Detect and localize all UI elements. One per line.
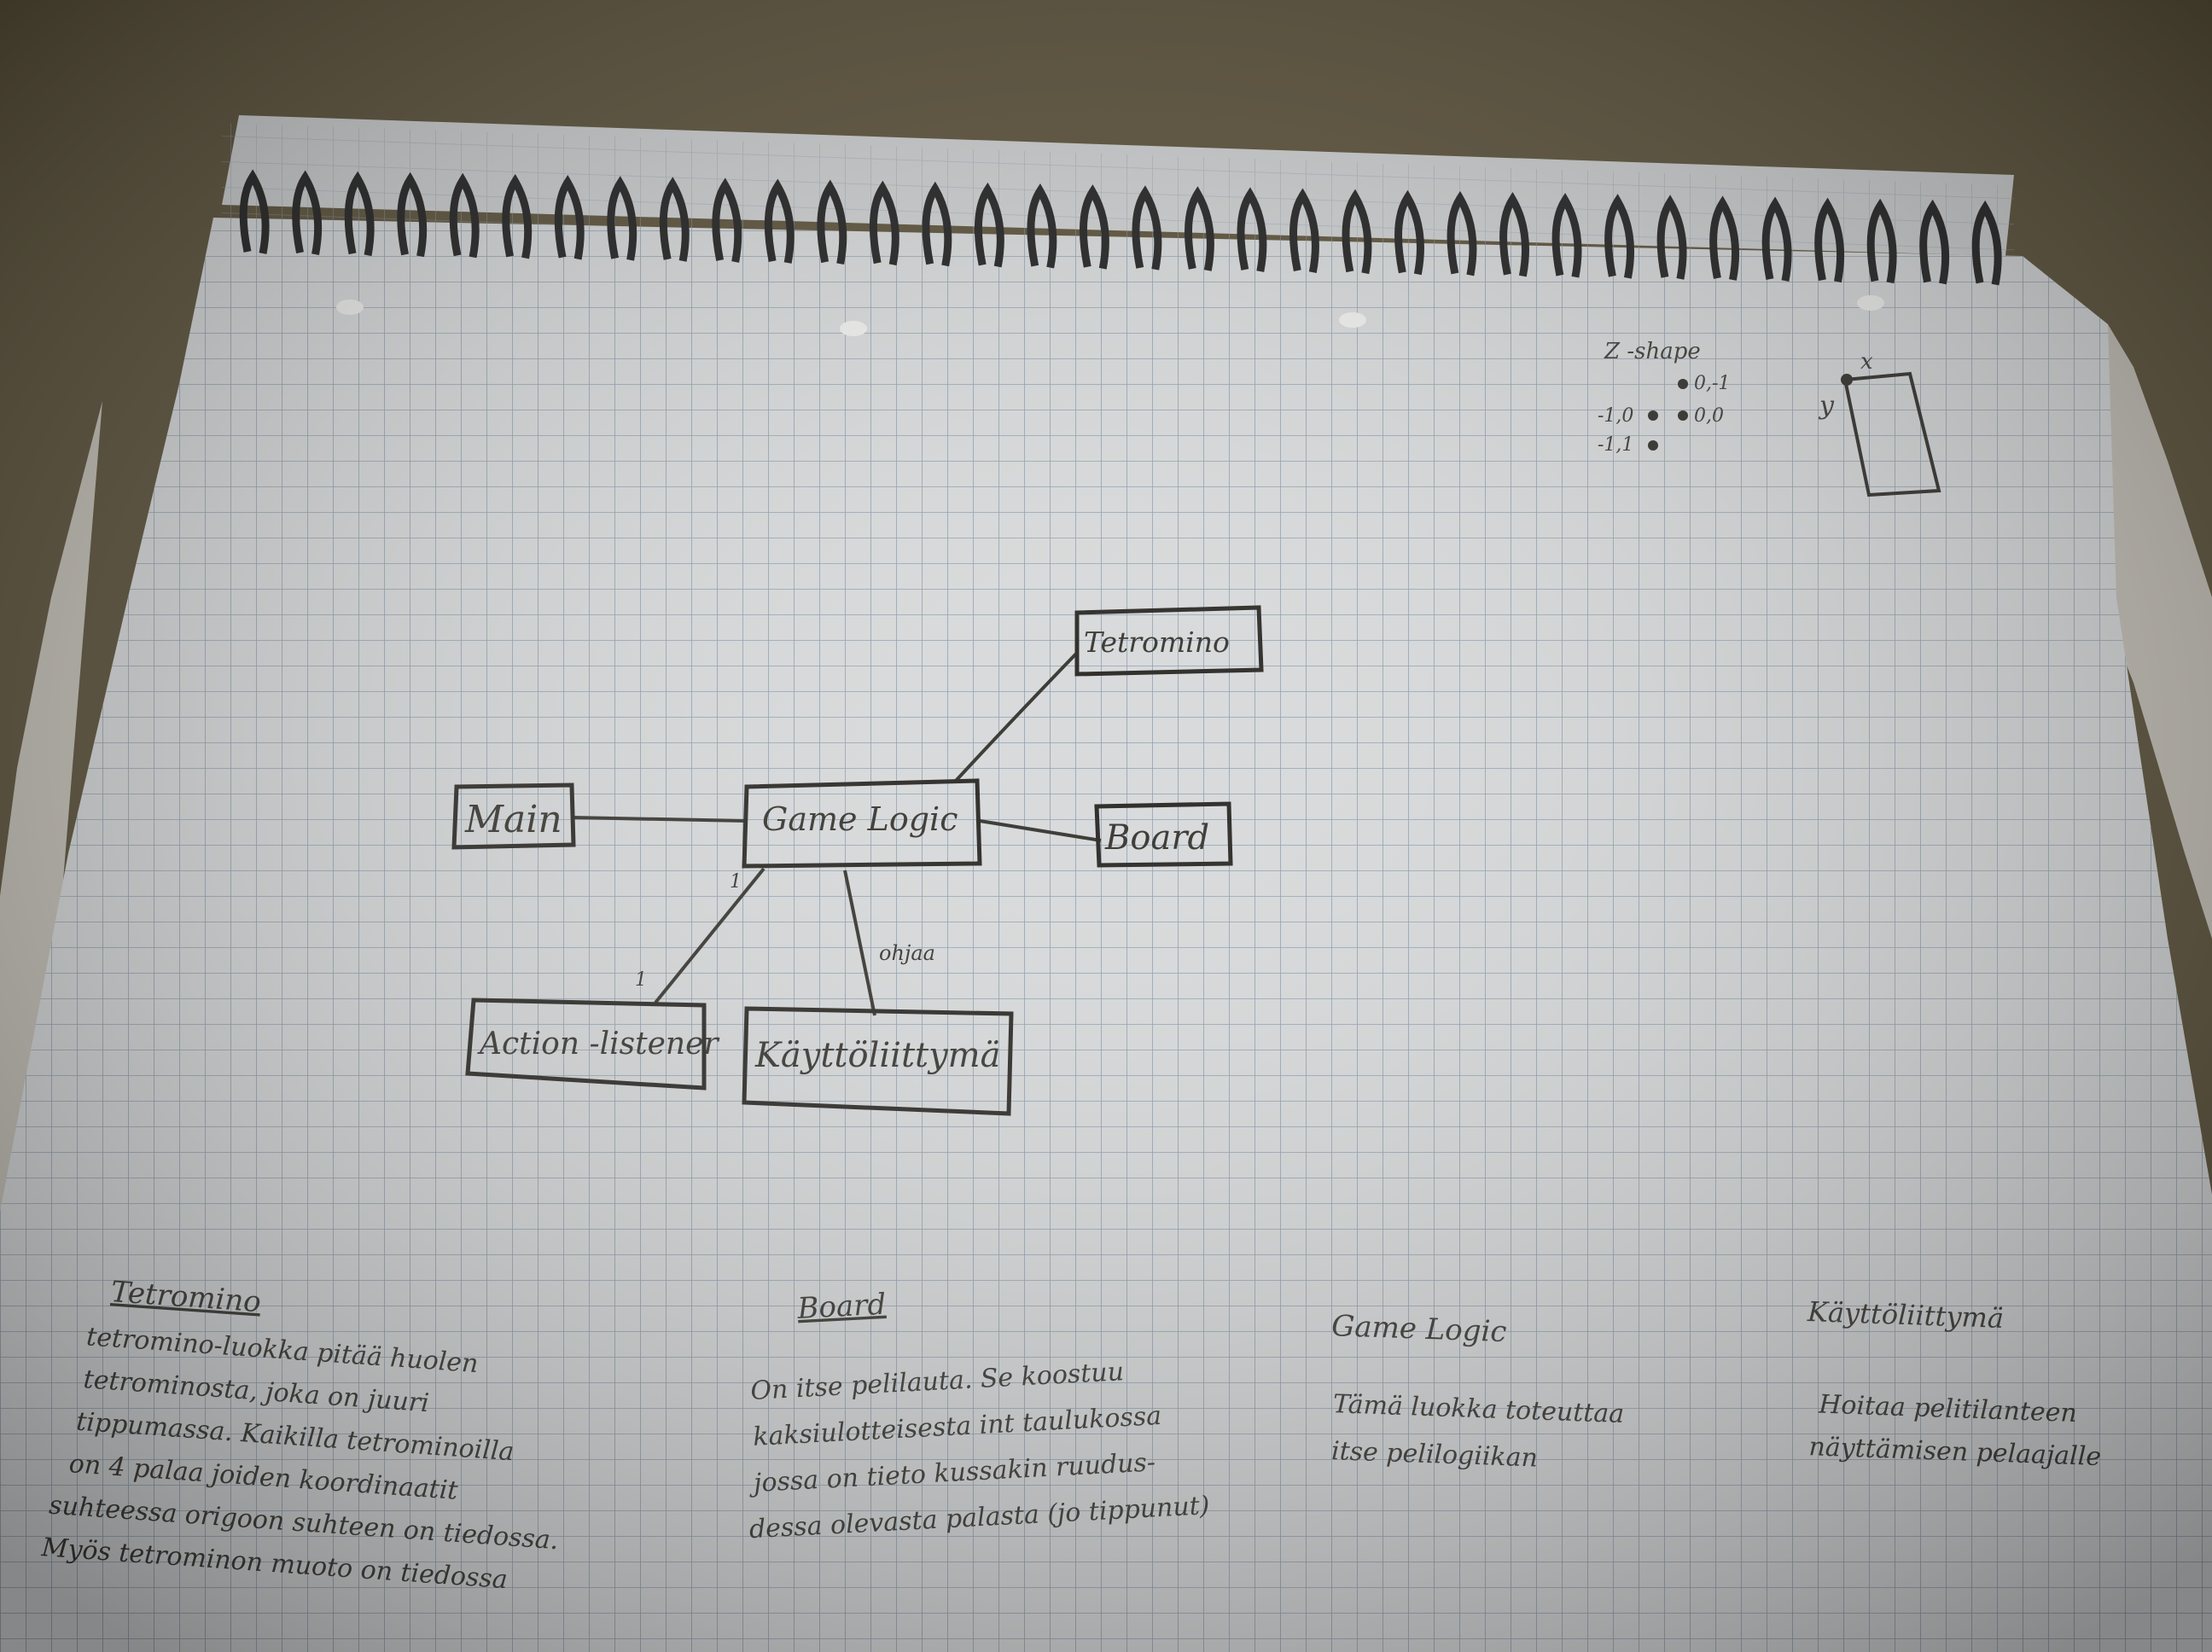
node-label-actionlistener: Action -listener xyxy=(477,1027,719,1062)
node-label-main: Main xyxy=(464,798,562,841)
sketch-coord-3: 0,0 xyxy=(1694,405,1724,427)
edge-mult-top: 1 xyxy=(730,871,742,893)
note-heading: Board xyxy=(795,1288,887,1326)
note-heading: Käyttöliittymä xyxy=(1806,1295,2004,1335)
sketch-coord-4: -1,1 xyxy=(1598,434,1633,456)
sketch-coord-1: 0,-1 xyxy=(1694,373,1730,394)
node-label-ui: Käyttöliittymä xyxy=(754,1036,1000,1075)
axis-x-label: x xyxy=(1860,349,1873,375)
edge-label-ohjaa: ohjaa xyxy=(879,941,935,965)
axis-y-label: y xyxy=(1818,391,1835,421)
edge-mult-bottom: 1 xyxy=(635,969,647,991)
note-heading: Game Logic xyxy=(1331,1309,1508,1349)
sketch-title: Z -shape xyxy=(1604,339,1701,364)
node-label-gamelogic: Game Logic xyxy=(762,800,958,838)
sketch-coord-2: -1,0 xyxy=(1598,405,1633,427)
node-label-board: Board xyxy=(1104,818,1209,858)
node-label-tetromino: Tetromino xyxy=(1084,625,1230,659)
